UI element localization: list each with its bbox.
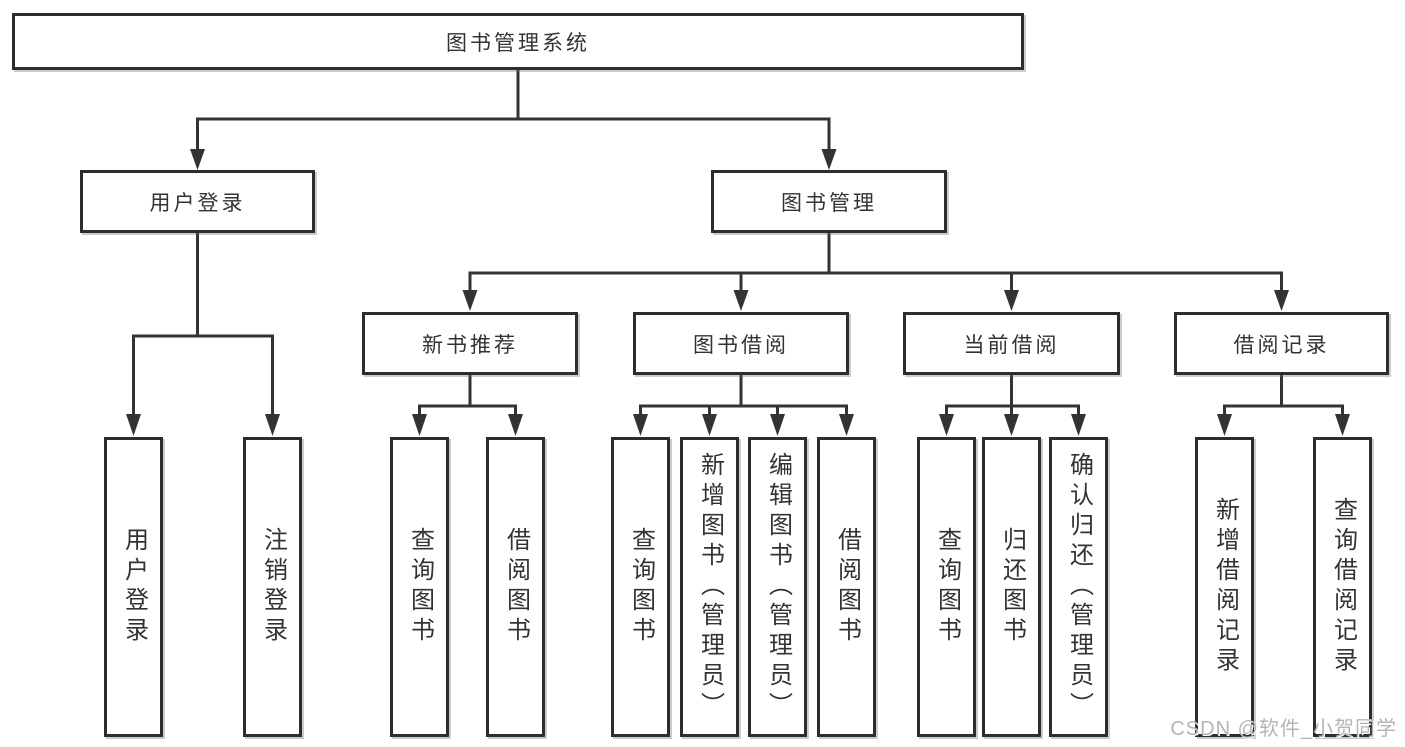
leaf-add-borrow-record: 新增借阅记录 bbox=[1195, 437, 1254, 737]
leaf-add-book-admin: 新增图书（管理员） bbox=[680, 437, 739, 737]
leaf-borrow-books-borrowing-label: 借阅图书 bbox=[833, 527, 861, 647]
node-root-label: 图书管理系统 bbox=[446, 31, 590, 55]
node-book-borrowing: 图书借阅 bbox=[633, 312, 849, 375]
leaf-borrow-books-recommend: 借阅图书 bbox=[486, 437, 545, 737]
node-current-borrowing: 当前借阅 bbox=[903, 312, 1120, 375]
node-book-management-label: 图书管理 bbox=[781, 191, 877, 215]
leaf-query-books-current: 查询图书 bbox=[917, 437, 976, 737]
node-borrowing-records: 借阅记录 bbox=[1174, 312, 1389, 375]
leaf-query-borrow-record-label: 查询借阅记录 bbox=[1329, 497, 1357, 677]
node-book-borrowing-label: 图书借阅 bbox=[693, 333, 789, 357]
leaf-logout: 注销登录 bbox=[243, 437, 302, 737]
node-user-login-label: 用户登录 bbox=[149, 191, 246, 215]
leaf-confirm-return-admin: 确认归还（管理员） bbox=[1049, 437, 1108, 737]
node-borrowing-records-label: 借阅记录 bbox=[1233, 333, 1330, 357]
leaf-query-borrow-record: 查询借阅记录 bbox=[1313, 437, 1372, 737]
leaf-user-login: 用户登录 bbox=[104, 437, 163, 737]
leaf-return-book-label: 归还图书 bbox=[998, 527, 1026, 647]
leaf-query-books-borrowing-label: 查询图书 bbox=[627, 527, 655, 647]
leaf-confirm-return-admin-label: 确认归还（管理员） bbox=[1065, 452, 1093, 722]
node-new-book-recommend-label: 新书推荐 bbox=[422, 333, 518, 357]
leaf-edit-book-admin-label: 编辑图书（管理员） bbox=[764, 452, 792, 722]
leaf-query-books-recommend-label: 查询图书 bbox=[406, 527, 434, 647]
leaf-query-books-recommend: 查询图书 bbox=[390, 437, 449, 737]
leaf-borrow-books-recommend-label: 借阅图书 bbox=[502, 527, 530, 647]
node-user-login: 用户登录 bbox=[80, 170, 315, 233]
leaf-user-login-label: 用户登录 bbox=[120, 527, 148, 647]
leaf-query-books-current-label: 查询图书 bbox=[933, 527, 961, 647]
node-current-borrowing-label: 当前借阅 bbox=[963, 333, 1060, 357]
arrowheads bbox=[126, 149, 1350, 436]
node-book-management: 图书管理 bbox=[711, 170, 947, 233]
leaf-logout-label: 注销登录 bbox=[259, 527, 287, 647]
leaf-add-borrow-record-label: 新增借阅记录 bbox=[1211, 497, 1239, 677]
node-root-library-system: 图书管理系统 bbox=[12, 13, 1024, 70]
leaf-borrow-books-borrowing: 借阅图书 bbox=[817, 437, 876, 737]
leaf-edit-book-admin: 编辑图书（管理员） bbox=[748, 437, 807, 737]
node-new-book-recommend: 新书推荐 bbox=[362, 312, 578, 375]
leaf-return-book: 归还图书 bbox=[982, 437, 1041, 737]
leaf-add-book-admin-label: 新增图书（管理员） bbox=[696, 452, 724, 722]
leaf-query-books-borrowing: 查询图书 bbox=[611, 437, 670, 737]
